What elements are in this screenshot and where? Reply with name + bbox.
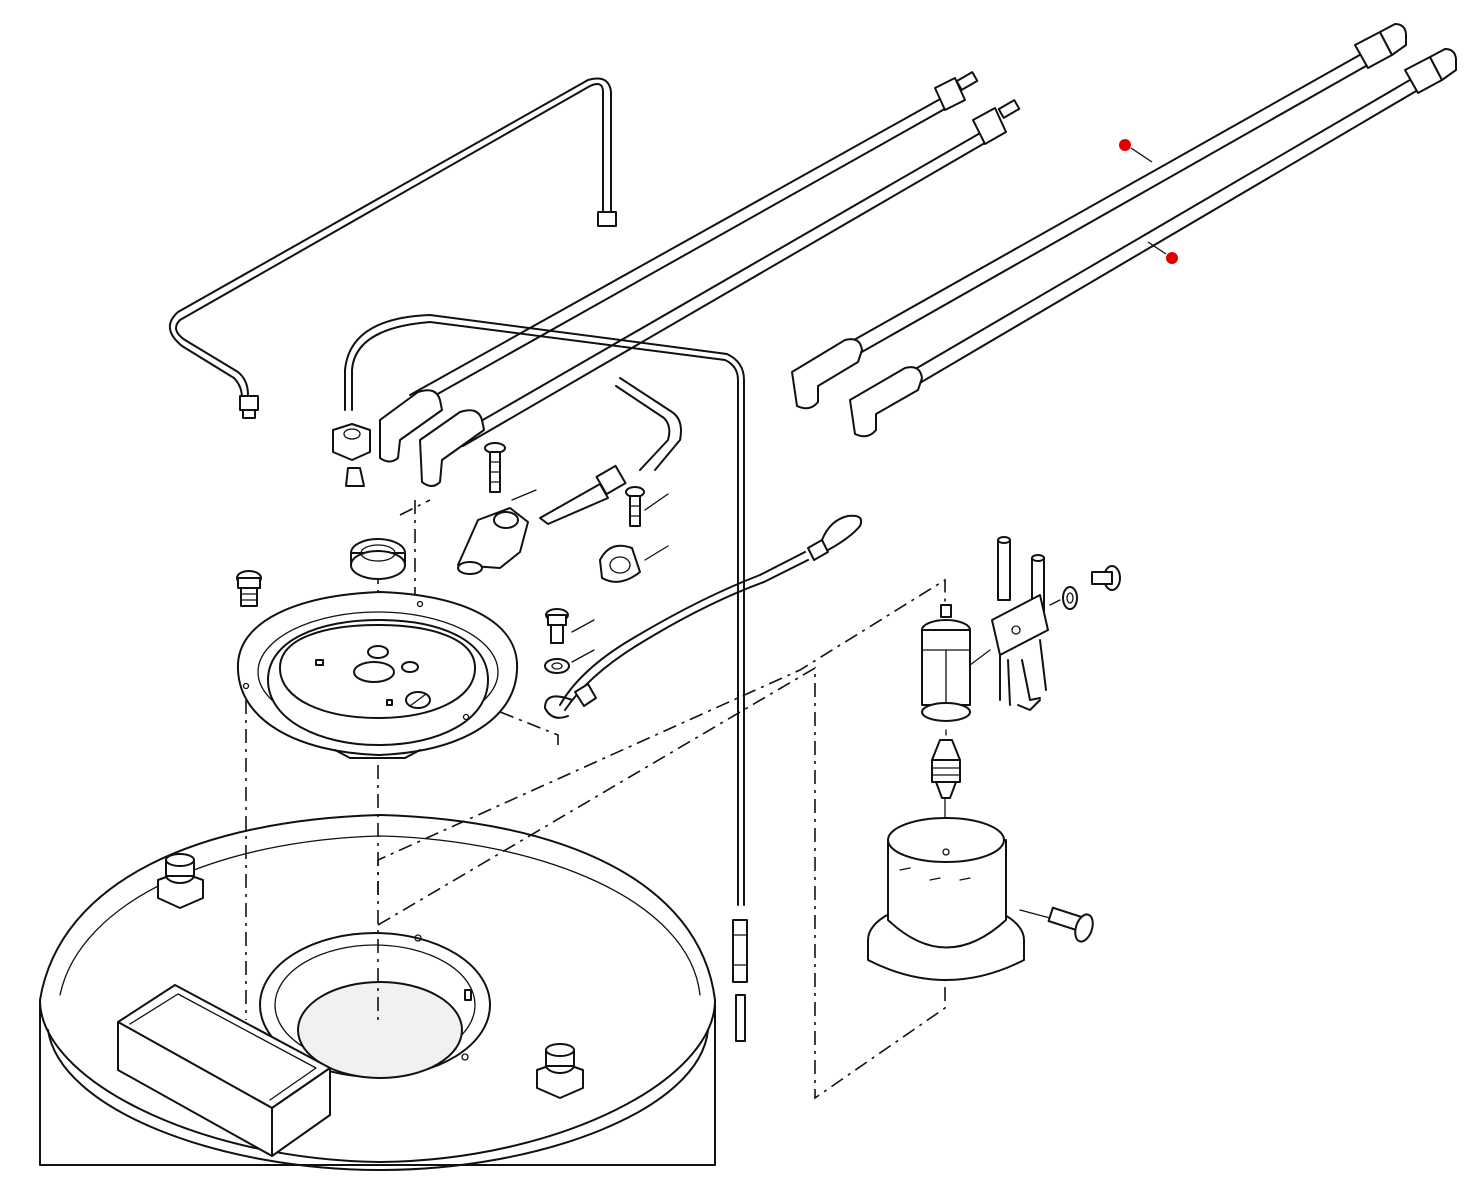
screw-upper [484,442,537,501]
tank-hex-fitting-right [536,1043,584,1099]
electrode-assembly [991,536,1049,711]
washer [544,649,595,674]
cup-screw [1047,906,1094,943]
plate-screw [236,570,262,607]
hotspot-marker-1[interactable] [1119,139,1153,163]
compression-nut [332,423,371,461]
thermocouple-tube [344,314,748,1042]
tank-hex-fitting-left [157,853,204,909]
tube-clip [599,544,669,583]
nozzle-adapter [921,604,991,722]
screw-lower [545,608,595,644]
lead-boot-2 [419,409,485,487]
ferrule [345,467,365,487]
elbow-connector [457,507,529,575]
screw-middle [625,486,669,527]
ignition-lead-1 [409,71,979,406]
electrode-cable-1 [791,23,1407,410]
burner-nozzle [931,739,961,799]
hotspot-marker-2[interactable] [1147,241,1178,264]
pilot-tube-segment [539,377,682,525]
pilot-gas-tube [169,77,617,419]
ignition-lead-2 [454,99,1021,447]
ring-nut [350,538,406,580]
ground-wire [544,514,863,719]
lead-boot-1 [379,389,443,463]
small-screw [1049,565,1121,606]
electrode-cable-2 [849,48,1457,438]
burner-cup [867,817,1051,981]
assembly-guide-lines [245,499,947,1100]
tank-burner-opening [259,932,491,1079]
burner-mounting-plate [236,591,519,759]
tank-flue-box [117,984,331,1157]
small-washer [1062,586,1078,610]
